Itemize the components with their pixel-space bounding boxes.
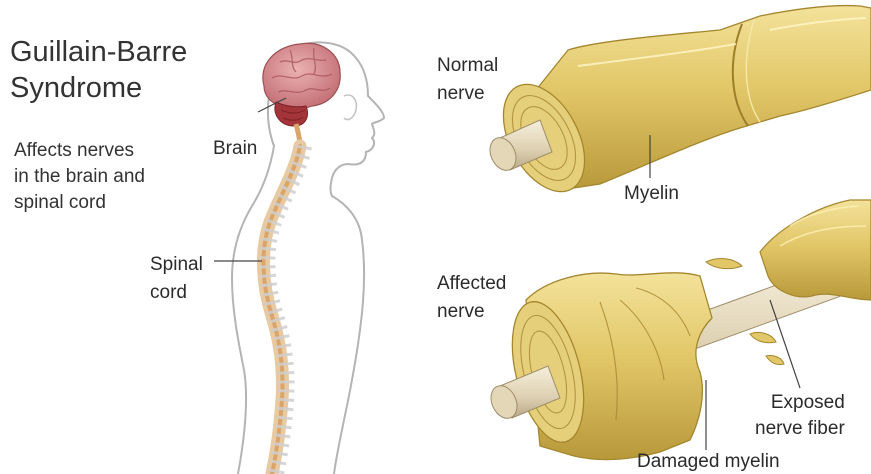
brain-label: Brain (213, 138, 257, 160)
diagram-title: Guillain-Barre Syndrome (10, 34, 187, 107)
damaged-myelin-label: Damaged myelin (637, 451, 780, 473)
myelin-label: Myelin (624, 183, 679, 205)
diagram-subtitle: Affects nerves in the brain and spinal c… (14, 138, 145, 217)
normal-nerve-label: Normal nerve (437, 52, 498, 107)
normal-nerve (485, 6, 871, 206)
spinal-column (263, 146, 304, 474)
brain (263, 43, 340, 146)
exposed-nerve-fiber-label: Exposed nerve fiber (755, 390, 845, 442)
affected-nerve-label: Affected nerve (437, 270, 506, 325)
spinal-cord-label: Spinal cord (150, 251, 203, 306)
